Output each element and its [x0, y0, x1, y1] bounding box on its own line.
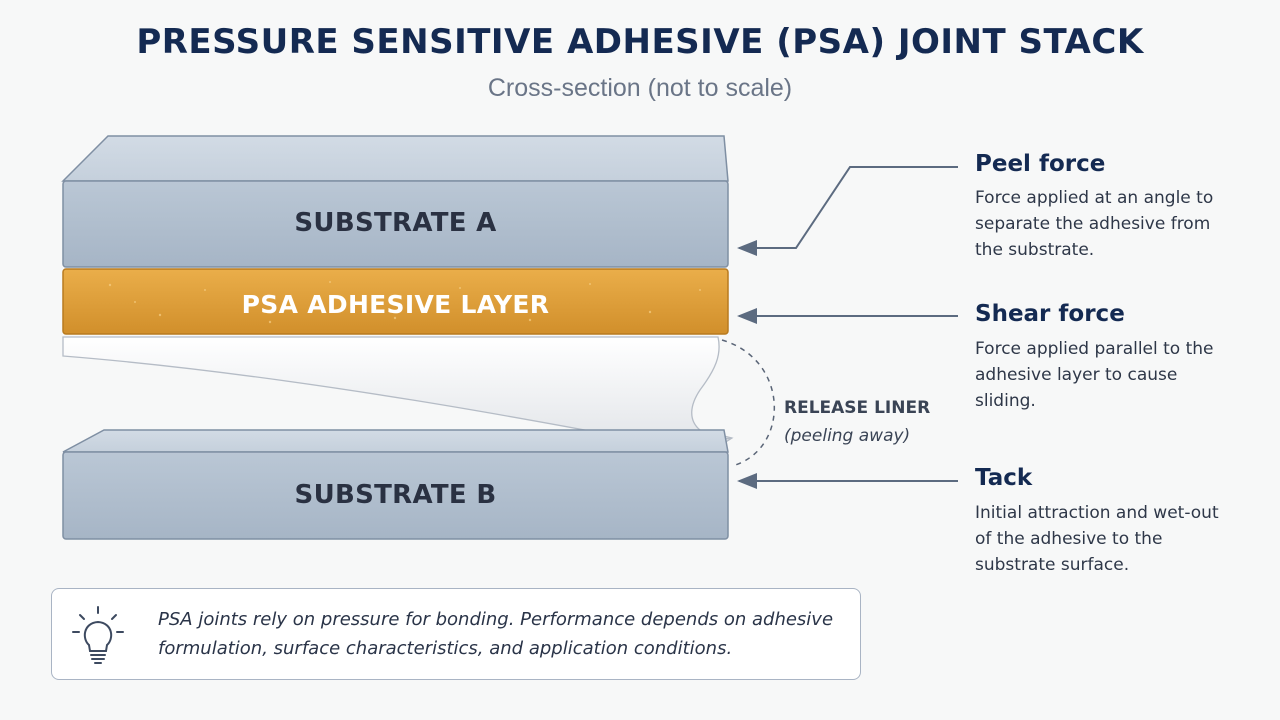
substrate-b-block	[62, 429, 729, 540]
page-title: PRESSURE SENSITIVE ADHESIVE (PSA) JOINT …	[136, 22, 1144, 62]
substrate-a-block	[61, 135, 729, 268]
peel-force-arrow	[737, 166, 958, 256]
note-callout: PSA joints rely on pressure for bonding.…	[51, 588, 861, 680]
page-subtitle: Cross-section (not to scale)	[487, 74, 793, 102]
shear-force-description: Force applied parallel to the adhesive l…	[975, 339, 1214, 411]
shear-force-title: Shear force	[975, 301, 1125, 327]
substrate-b-label: SUBSTRATE B	[294, 480, 497, 510]
substrate-a-label: SUBSTRATE A	[294, 208, 497, 238]
lightbulb-icon	[72, 606, 124, 664]
tack-title: Tack	[975, 465, 1033, 491]
peel-force-description: Force applied at an angle to separate th…	[975, 188, 1214, 260]
peel-arc	[721, 339, 776, 467]
release-liner-label: RELEASE LINER	[784, 398, 931, 418]
peel-force-title: Peel force	[975, 151, 1106, 177]
tack-description: Initial attraction and wet-out of the ad…	[975, 503, 1219, 575]
adhesive-layer-label: PSA ADHESIVE LAYER	[241, 290, 550, 319]
release-liner-note: (peeling away)	[784, 426, 911, 446]
note-text: PSA joints rely on pressure for bonding.…	[158, 609, 834, 659]
adhesive-layer-block	[62, 268, 729, 335]
